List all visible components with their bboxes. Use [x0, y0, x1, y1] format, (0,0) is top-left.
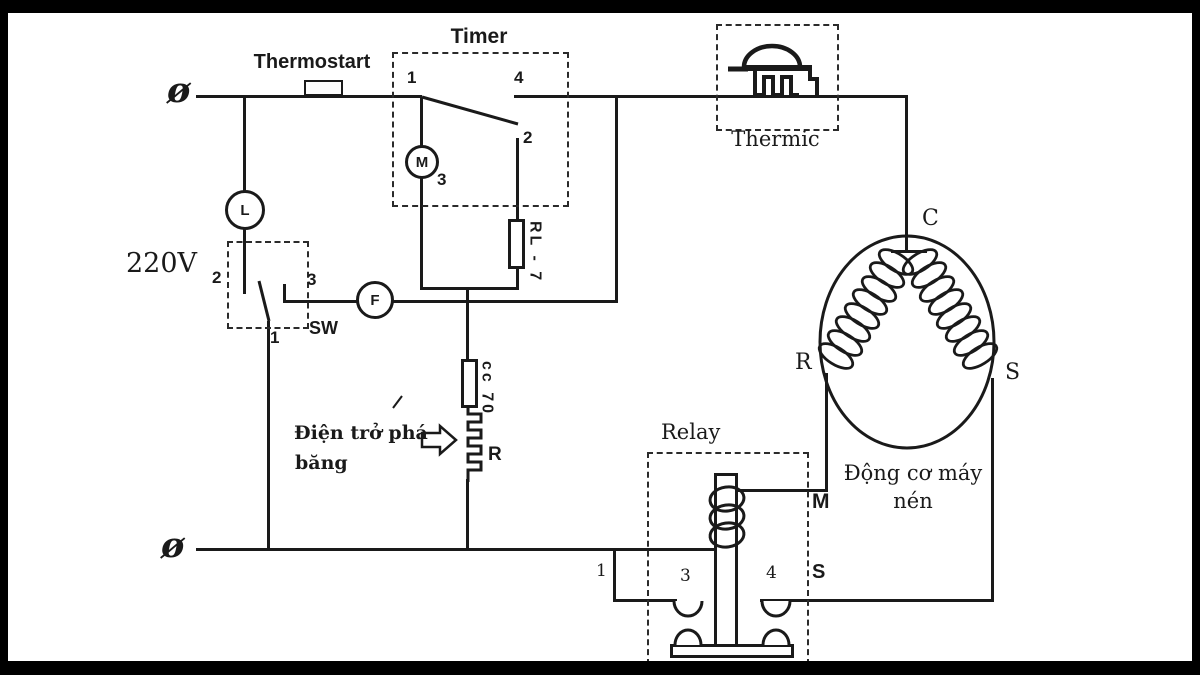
wire — [392, 300, 618, 303]
image-border-top — [0, 0, 1200, 13]
defrost-resistor-label: R — [488, 444, 502, 465]
wire — [891, 250, 927, 253]
motor-caption-line2: nén — [893, 489, 933, 513]
image-border-bottom — [0, 661, 1200, 675]
thermic-box — [716, 24, 839, 131]
relay-terminal-3: 3 — [680, 566, 691, 586]
leader-line — [392, 395, 403, 409]
door-switch-terminal-2: 2 — [212, 268, 222, 287]
relay-terminal-s: S — [812, 561, 826, 583]
phase-terminal-bottom: ø — [161, 525, 185, 566]
wire-bottom-rail — [196, 548, 717, 551]
motor-windings — [817, 248, 999, 370]
phase-terminal-top: ø — [167, 70, 191, 111]
door-switch-box — [227, 241, 309, 329]
relay-label: Relay — [661, 420, 721, 444]
cc70-fuse — [461, 359, 478, 408]
motor-terminal-c: C — [922, 206, 939, 231]
wire — [737, 489, 828, 492]
relay-plunger — [714, 473, 738, 649]
timer-motor-symbol: M — [405, 145, 439, 179]
defrost-note-line2: băng — [295, 452, 348, 474]
door-switch-label: SW — [309, 318, 338, 338]
image-border-left — [0, 0, 8, 675]
wire — [466, 289, 469, 362]
wire — [760, 599, 994, 602]
rl7-label: RL - 7 — [526, 221, 544, 284]
wire — [420, 97, 423, 146]
wire — [613, 548, 616, 602]
wire — [243, 229, 246, 294]
relay-contact-base — [670, 644, 794, 658]
thermostart-label: Thermostart — [253, 51, 371, 73]
motor-terminal-r: R — [795, 350, 812, 375]
wire — [516, 138, 519, 290]
defrost-note-line1: Điện trở phá — [294, 422, 428, 444]
thermic-label: Thermic — [731, 127, 820, 151]
timer-label: Timer — [450, 25, 508, 48]
relay-terminal-m: M — [812, 490, 830, 513]
thermostart-fuse — [304, 80, 343, 96]
supply-voltage: 220V — [126, 248, 198, 279]
lamp-symbol: L — [225, 190, 265, 230]
relay-terminal-4: 4 — [766, 563, 777, 583]
wire — [420, 178, 423, 290]
wire — [825, 373, 828, 492]
wire — [466, 479, 469, 551]
wire — [991, 378, 994, 602]
rl7-resistor — [508, 219, 525, 269]
timer-terminal-3: 3 — [437, 170, 447, 189]
timer-box — [392, 52, 569, 207]
cc70-label: cc 70 — [478, 361, 496, 417]
door-switch-terminal-3: 3 — [307, 270, 317, 289]
wire — [283, 284, 286, 303]
wire — [905, 96, 908, 252]
wire — [514, 95, 908, 98]
image-border-right — [1192, 0, 1200, 675]
motor-terminal-s: S — [1005, 360, 1021, 385]
wire — [243, 96, 246, 192]
motor-caption-line1: Động cơ máy — [843, 461, 983, 485]
timer-terminal-4: 4 — [514, 68, 524, 87]
wire — [267, 321, 270, 551]
wire — [196, 95, 422, 98]
compressor-shell — [818, 234, 996, 450]
relay-terminal-1: 1 — [596, 561, 607, 581]
wire — [283, 300, 358, 303]
wire — [613, 599, 677, 602]
door-switch-terminal-1: 1 — [270, 328, 280, 347]
defrost-resistor-symbol — [466, 407, 483, 482]
wire — [615, 96, 618, 302]
timer-terminal-2: 2 — [523, 128, 533, 147]
timer-terminal-1: 1 — [407, 68, 417, 87]
fan-symbol: F — [356, 281, 394, 319]
wire — [420, 287, 519, 290]
